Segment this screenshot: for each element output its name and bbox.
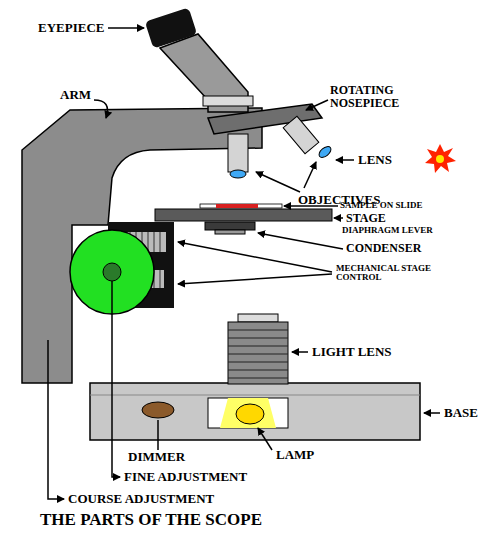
part-label: COURSE ADJUSTMENT [68,492,268,506]
dimmer-knob [142,402,174,418]
leader-arrow [258,233,343,249]
light-lens-top [238,314,278,322]
base-edge [90,395,420,396]
part-label: LENS [358,153,418,167]
part-label: CONDENSER [346,242,456,255]
condenser [205,222,255,230]
base-body [90,383,420,440]
star-burst [425,144,456,173]
leader-line [48,340,64,499]
diaphragm-lever [215,230,245,234]
leader-arrow [94,100,108,118]
leader-arrow [258,428,272,450]
leader-arrow [336,159,354,161]
part-label: LIGHT LENS [312,345,422,359]
part-label: DIMMER [128,450,208,464]
part-label: MECHANICAL STAGE CONTROL [336,264,446,283]
diagram-caption: THE PARTS OF THE SCOPE [40,511,460,529]
fine-adjustment-knob [103,263,121,281]
objective-lens [230,170,246,178]
lamp-bulb [236,404,264,424]
part-label: LAMP [276,448,336,462]
leader-arrow [306,100,328,110]
leader-arrow [178,242,332,272]
objective [228,134,248,172]
part-label: ROTATING NOSEPIECE [330,84,430,109]
lamp-glow [220,398,276,428]
leader-arrow [256,172,300,192]
light-lens [228,322,288,384]
star-center [436,155,444,163]
part-label: DIAPHRAGM LEVER [342,226,472,235]
part-label: SAMPLE ON SLIDE [340,201,470,210]
light-lens-ribs [228,330,288,378]
leader-arrow [178,274,332,284]
tube-collar [203,96,253,106]
leader-arrow [108,27,144,29]
leader-line [112,281,120,477]
sample [216,204,258,208]
slide [200,204,282,208]
arm-body [22,108,262,383]
part-label: EYEPIECE [38,21,118,35]
part-label: STAGE [346,212,406,225]
part-label: BASE [444,406,486,420]
leader-arrow [424,412,440,414]
objective [283,116,319,154]
leader-line [157,420,159,450]
leader-arrow [304,162,316,188]
objective-lens [317,144,333,159]
eyepiece [145,8,197,49]
leader-arrow [334,217,343,219]
part-label: ARM [60,88,100,102]
leader-arrow [292,351,308,353]
part-label: FINE ADJUSTMENT [124,470,284,484]
stage-plate [155,209,332,221]
lamp-housing [208,398,288,428]
